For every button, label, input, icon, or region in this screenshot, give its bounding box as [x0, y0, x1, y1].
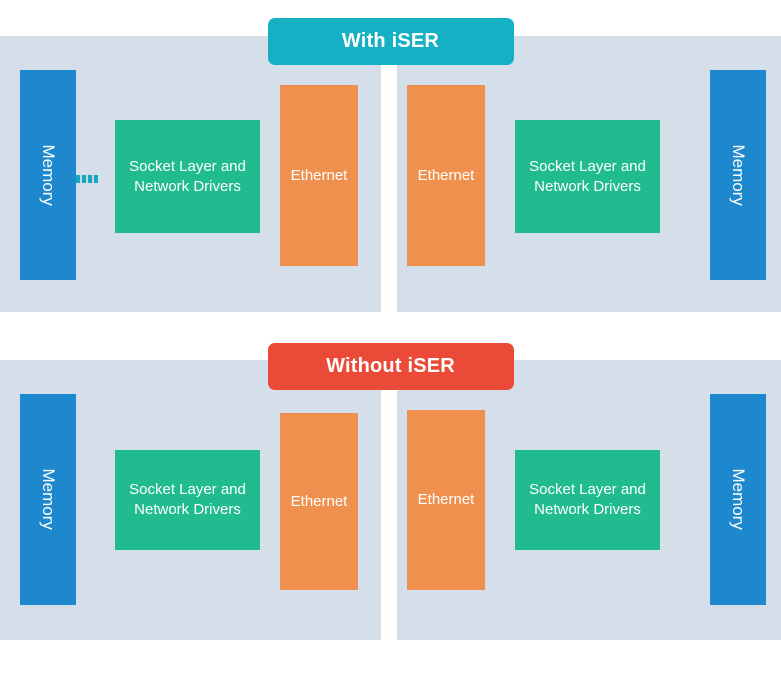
memory-label: Memory: [729, 144, 749, 206]
socket-layer-label-line1: Socket Layer and: [129, 157, 246, 175]
ethernet-block-top-right: Ethernet: [407, 85, 485, 266]
ethernet-block-bottom-left: Ethernet: [280, 413, 358, 590]
ethernet-block-bottom-right: Ethernet: [407, 410, 485, 590]
banner-without-iser: Without iSER: [267, 343, 514, 390]
socket-layer-block-top-right: Socket Layer and Network Drivers: [515, 120, 660, 233]
socket-layer-block-top-left: Socket Layer and Network Drivers: [115, 120, 260, 233]
socket-layer-label-line1: Socket Layer and: [129, 481, 246, 499]
socket-layer-label-line2: Network Drivers: [134, 177, 241, 195]
iser-connector-dashed-line: [76, 175, 98, 183]
memory-label: Memory: [39, 468, 59, 531]
ethernet-label: Ethernet: [290, 492, 348, 510]
socket-layer-label: Socket Layer and Network Drivers: [529, 480, 646, 520]
socket-layer-label-line2: Network Drivers: [134, 501, 241, 518]
ethernet-label: Ethernet: [417, 166, 475, 184]
banner-with-iser: With iSER: [267, 18, 514, 65]
socket-layer-label: Socket Layer and Network Drivers: [129, 157, 246, 197]
socket-layer-block-bottom-right: Socket Layer and Network Drivers: [515, 450, 660, 550]
socket-layer-label-line2: Network Drivers: [534, 501, 641, 518]
memory-block-bottom-left: Memory: [20, 394, 76, 605]
ethernet-block-top-left: Ethernet: [280, 85, 358, 266]
ethernet-label: Ethernet: [417, 491, 475, 509]
socket-layer-label-line1: Socket Layer and: [529, 481, 646, 499]
memory-block-top-right: Memory: [710, 70, 766, 280]
socket-layer-label: Socket Layer and Network Drivers: [529, 157, 646, 197]
memory-block-top-left: Memory: [20, 70, 76, 280]
socket-layer-label-line2: Network Drivers: [534, 177, 641, 195]
memory-block-bottom-right: Memory: [710, 394, 766, 605]
ethernet-label: Ethernet: [290, 166, 348, 184]
memory-label: Memory: [39, 144, 59, 206]
memory-label: Memory: [729, 468, 749, 531]
socket-layer-block-bottom-left: Socket Layer and Network Drivers: [115, 450, 260, 550]
socket-layer-label: Socket Layer and Network Drivers: [129, 480, 246, 520]
socket-layer-label-line1: Socket Layer and: [529, 157, 646, 175]
